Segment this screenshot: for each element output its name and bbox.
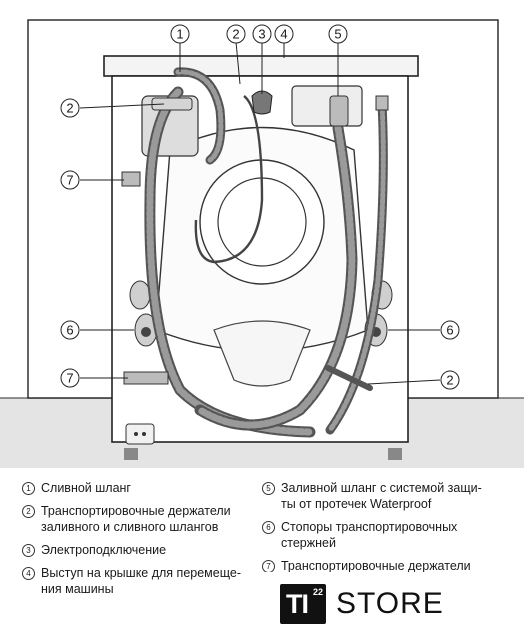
callout-3-label: 3 — [258, 27, 265, 42]
washing-machine-rear-diagram: 1 2 3 4 5 2 7 6 7 6 2 — [0, 19, 524, 468]
callout-6-right: 6 — [440, 320, 460, 340]
callout-1: 1 — [170, 24, 190, 44]
holder-upper-left — [121, 171, 141, 187]
legend-item-3: 3 Электроподключение — [22, 542, 252, 558]
inlet-connector — [375, 95, 389, 111]
legend-item-1: 1 Сливной шланг — [22, 480, 252, 496]
callout-7-lower: 7 — [60, 368, 80, 388]
legend-right-column: 5 Заливной шланг с системой защи- ты от … — [262, 480, 502, 579]
legend-number: 3 — [22, 544, 35, 557]
callout-5: 5 — [328, 24, 348, 44]
legend-item-5: 5 Заливной шланг с системой защи- ты от … — [262, 480, 502, 512]
store-label: STORE — [336, 587, 444, 620]
legend-text: Выступ на крышке для перемеще- ния машин… — [41, 566, 241, 596]
legend-number: 6 — [262, 521, 275, 534]
callout-3: 3 — [252, 24, 272, 44]
callout-1-label: 1 — [176, 27, 183, 42]
callout-2-top-label: 2 — [232, 27, 239, 42]
legend-text: Электроподключение — [41, 543, 167, 557]
legend-number: 1 — [22, 482, 35, 495]
holder-lower-right — [325, 365, 373, 391]
waterproof-valve — [329, 95, 349, 127]
legend-item-2: 2 Транспортировочные держатели заливного… — [22, 503, 252, 535]
power-cable — [194, 95, 264, 264]
legend-item-7: 7 Транспортировочные держатели — [262, 558, 502, 572]
legend: 1 Сливной шланг 2 Транспортировочные дер… — [0, 480, 524, 596]
callout-2-left-label: 2 — [66, 101, 73, 116]
legend-text: Сливной шланг — [41, 481, 131, 495]
legend-text: Стопоры транспортировочных стержней — [281, 520, 458, 550]
callout-5-label: 5 — [334, 27, 341, 42]
holder-lower-left — [123, 371, 169, 385]
callout-2-right: 2 — [440, 370, 460, 390]
power-plug — [251, 90, 273, 115]
legend-item-4: 4 Выступ на крышке для перемеще- ния маш… — [22, 565, 252, 597]
legend-number: 5 — [262, 482, 275, 495]
legend-left-column: 1 Сливной шланг 2 Транспортировочные дер… — [22, 480, 252, 604]
legend-number: 7 — [262, 560, 275, 572]
callout-7-lower-label: 7 — [66, 371, 73, 386]
callout-6-left-label: 6 — [66, 323, 73, 338]
callout-6-right-label: 6 — [446, 323, 453, 338]
inlet-hose — [194, 99, 388, 435]
store-logo-text: TI — [286, 589, 309, 619]
legend-number: 2 — [22, 505, 35, 518]
callout-7-upper-label: 7 — [66, 173, 73, 188]
legend-number: 4 — [22, 567, 35, 580]
legend-item-6: 6 Стопоры транспортировочных стержней — [262, 519, 502, 551]
holder-top — [151, 97, 193, 111]
callout-4: 4 — [274, 24, 294, 44]
store-badge: TI 22 STORE — [274, 580, 478, 628]
callout-2-left: 2 — [60, 98, 80, 118]
callout-6-left: 6 — [60, 320, 80, 340]
callout-7-upper: 7 — [60, 170, 80, 190]
legend-text: Заливной шланг с системой защи- ты от пр… — [281, 481, 482, 511]
callout-2-top: 2 — [226, 24, 246, 44]
callout-leaders — [79, 41, 441, 385]
legend-text: Транспортировочные держатели — [281, 559, 471, 572]
store-logo: TI 22 — [280, 584, 326, 624]
callout-4-label: 4 — [280, 27, 287, 42]
store-logo-superscript: 22 — [313, 587, 324, 597]
machine-body — [103, 55, 419, 460]
callout-2-right-label: 2 — [446, 373, 453, 388]
legend-text: Транспортировочные держатели заливного и… — [41, 504, 231, 534]
